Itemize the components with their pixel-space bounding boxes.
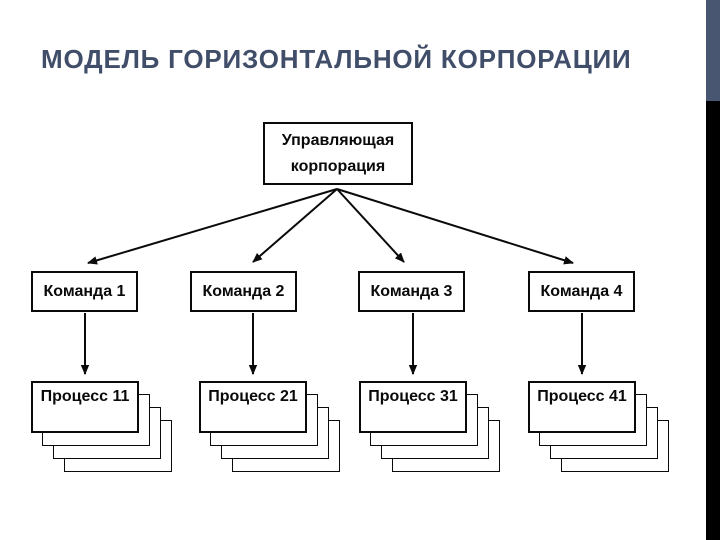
team-node-1: Команда 1	[31, 271, 138, 312]
team-node-4: Команда 4	[528, 271, 635, 312]
process-front-sheet: Процесс 21	[199, 381, 307, 433]
arrow-root-to-team-4	[336, 188, 574, 265]
process-front-sheet: Процесс 41	[528, 381, 636, 433]
process-stack-3: Процесс 31	[359, 381, 500, 473]
process-stack-1: Процесс 11	[31, 381, 172, 473]
process-front-sheet: Процесс 31	[359, 381, 467, 433]
team-node-label: Команда 4	[540, 282, 623, 300]
process-stack-2: Процесс 21	[199, 381, 340, 473]
slide-title: МОДЕЛЬ ГОРИЗОНТАЛЬНОЙ КОРПОРАЦИИ	[41, 44, 632, 74]
team-node-label: Команда 2	[202, 282, 285, 300]
process-stack-4: Процесс 41	[528, 381, 669, 473]
process-label: Процесс 11	[40, 388, 130, 405]
arrow-root-to-team-1	[87, 188, 338, 265]
root-node-label: Управляющая корпорация	[281, 131, 395, 175]
process-front-sheet: Процесс 11	[31, 381, 139, 433]
team-node-label: Команда 3	[370, 282, 453, 300]
process-label: Процесс 41	[537, 388, 627, 405]
accent-bar-top	[706, 0, 720, 101]
team-node-label: Команда 1	[43, 282, 126, 300]
arrow-root-to-team-2	[252, 188, 338, 263]
process-label: Процесс 21	[208, 388, 298, 405]
arrow-root-to-team-3	[336, 188, 405, 263]
team-node-3: Команда 3	[358, 271, 465, 312]
accent-bar-bottom	[706, 101, 720, 540]
root-node: Управляющая корпорация	[263, 122, 413, 185]
process-label: Процесс 31	[368, 388, 458, 405]
team-node-2: Команда 2	[190, 271, 297, 312]
